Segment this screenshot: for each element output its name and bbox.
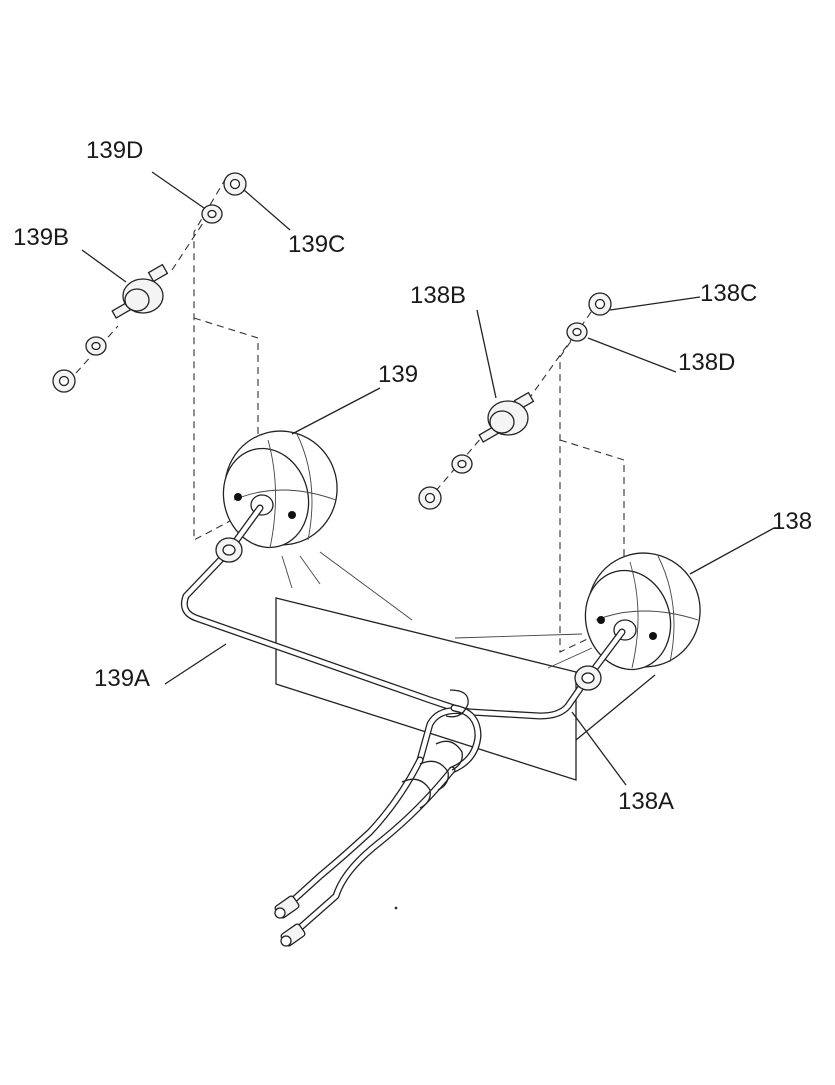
beam-lines — [281, 551, 593, 669]
label-139b: 139B — [13, 224, 69, 251]
label-138c: 138C — [700, 280, 757, 307]
cable-clip — [401, 778, 431, 809]
label-138: 138 — [772, 508, 812, 535]
label-138b: 138B — [410, 282, 466, 309]
left-hardware — [52, 172, 247, 393]
cable-clip — [445, 689, 469, 718]
wiring-harness — [180, 504, 626, 947]
connector-lower — [280, 923, 306, 947]
label-139: 139 — [378, 361, 418, 388]
nut-139c — [223, 172, 247, 196]
leader-lines — [81, 171, 775, 786]
right-hardware — [418, 292, 612, 510]
alignment-lines — [67, 177, 625, 653]
cable-clip — [435, 740, 463, 771]
cable-clip — [419, 760, 449, 791]
label-139a: 139A — [94, 665, 150, 692]
nut-138c — [588, 292, 612, 316]
label-139c: 139C — [288, 231, 345, 258]
connector-upper — [274, 895, 300, 919]
part-labels: 139D 139C 139B 139 139A 138B 138C 138D 1… — [13, 137, 812, 815]
label-138d: 138D — [678, 349, 735, 376]
label-138a: 138A — [618, 788, 674, 815]
socket-139b — [111, 263, 169, 319]
lamp-138 — [584, 552, 701, 671]
lamp-139 — [222, 430, 338, 549]
label-139d: 139D — [86, 137, 143, 164]
washer-139d — [201, 204, 223, 224]
stray-mark — [394, 906, 398, 910]
socket-138b — [478, 391, 535, 443]
mounting-bracket — [275, 597, 656, 781]
washer-138d — [566, 322, 588, 342]
